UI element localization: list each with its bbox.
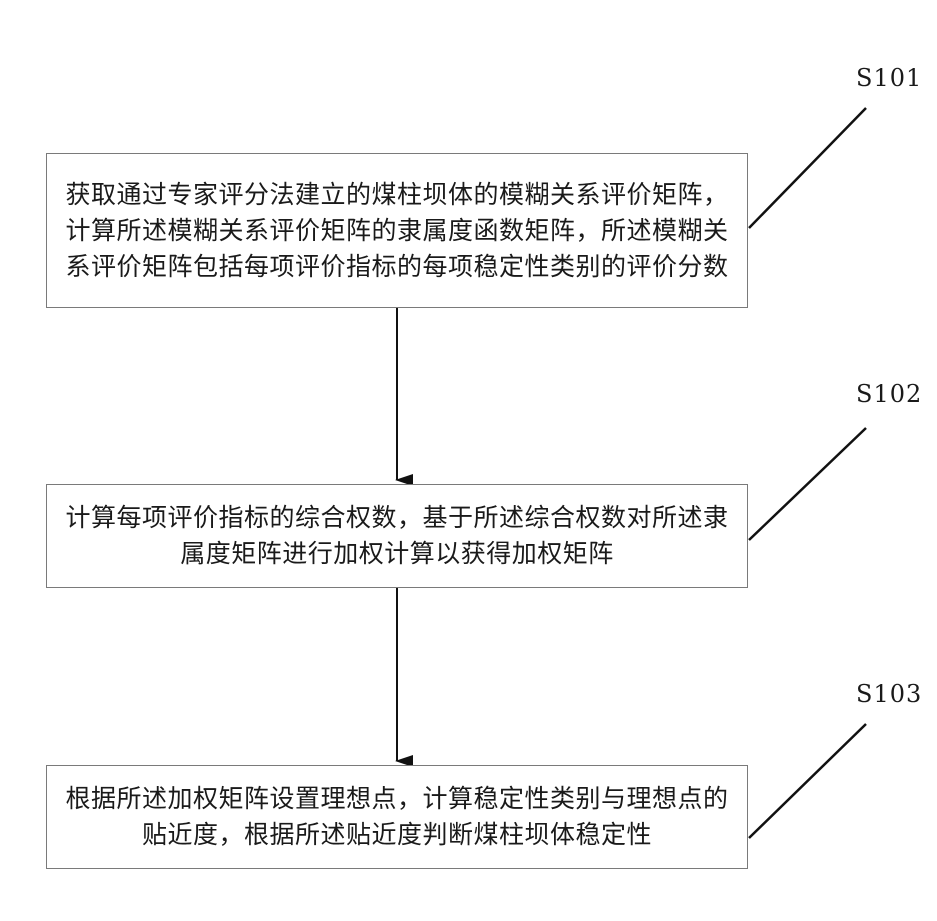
step-text-s103: 根据所述加权矩阵设置理想点，计算稳定性类别与理想点的贴近度，根据所述贴近度判断煤…	[57, 781, 737, 853]
step-box-s102: 计算每项评价指标的综合权数，基于所述综合权数对所述隶属度矩阵进行加权计算以获得加…	[46, 484, 748, 588]
leader-line-s103	[749, 724, 866, 838]
step-label-s102: S102	[856, 380, 922, 408]
step-label-s103: S103	[856, 680, 922, 708]
step-box-s101: 获取通过专家评分法建立的煤柱坝体的模糊关系评价矩阵，计算所述模糊关系评价矩阵的隶…	[46, 153, 748, 308]
step-text-s101: 获取通过专家评分法建立的煤柱坝体的模糊关系评价矩阵，计算所述模糊关系评价矩阵的隶…	[57, 177, 737, 285]
step-box-s103: 根据所述加权矩阵设置理想点，计算稳定性类别与理想点的贴近度，根据所述贴近度判断煤…	[46, 765, 748, 869]
leader-line-s101	[749, 108, 866, 228]
leader-line-s102	[749, 428, 866, 540]
step-text-s102: 计算每项评价指标的综合权数，基于所述综合权数对所述隶属度矩阵进行加权计算以获得加…	[57, 500, 737, 572]
step-label-s101: S101	[856, 64, 922, 92]
